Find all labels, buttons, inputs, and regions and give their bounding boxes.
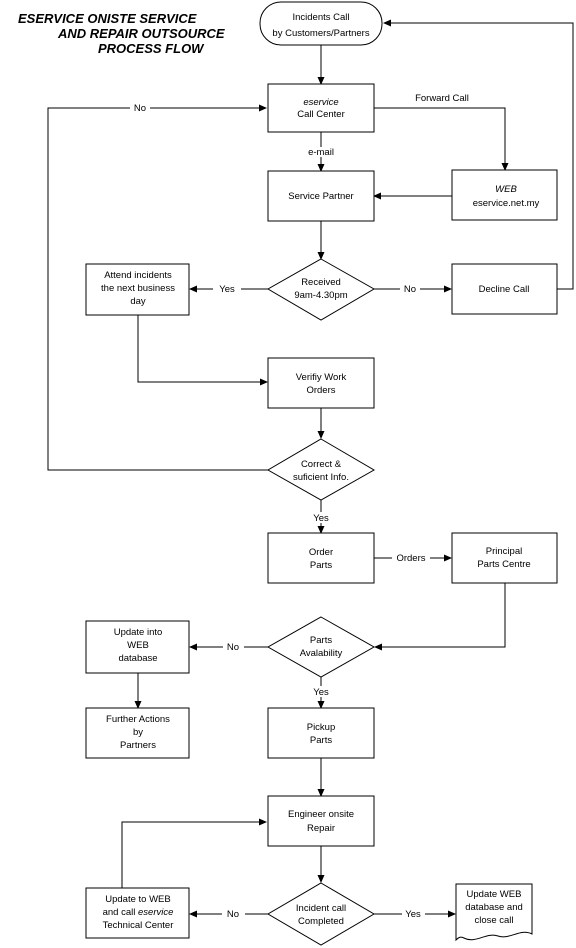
svg-text:WEB: WEB xyxy=(495,184,517,195)
svg-text:Incidents Call: Incidents Call xyxy=(292,12,349,23)
svg-text:Engineer onsite: Engineer onsite xyxy=(288,809,354,820)
svg-text:Parts: Parts xyxy=(310,560,332,571)
svg-text:Received: Received xyxy=(301,277,341,288)
node-correct-info-decision: Correct & suficient Info. xyxy=(266,438,376,501)
node-verify-work-orders: Verifiy Work Orders xyxy=(267,357,375,409)
svg-text:Update WEB: Update WEB xyxy=(467,889,522,900)
svg-text:Incident call: Incident call xyxy=(296,903,346,914)
svg-text:the next business: the next business xyxy=(101,283,175,294)
node-incident-completed: Incident call Completed xyxy=(267,882,375,946)
node-attend-next-day: Attend incidents the next business day xyxy=(85,263,190,316)
svg-text:Pickup: Pickup xyxy=(307,722,336,733)
diagram-title: ESERVICE ONISTE SERVICE AND REPAIR OUTSO… xyxy=(18,11,225,56)
connectors xyxy=(47,19,574,918)
label-no-to-call-center: No xyxy=(134,103,146,114)
label-received-no: No xyxy=(404,284,416,295)
svg-text:9am-4.30pm: 9am-4.30pm xyxy=(294,290,347,301)
svg-text:Parts: Parts xyxy=(310,635,332,646)
svg-text:Order: Order xyxy=(309,547,333,558)
arrow-forward-call-to-web xyxy=(374,107,509,171)
svg-text:Correct &: Correct & xyxy=(301,459,342,470)
label-forward-call: Forward Call xyxy=(415,93,469,104)
svg-text:by Customers/Partners: by Customers/Partners xyxy=(272,28,369,39)
label-completed-yes: Yes xyxy=(405,909,421,920)
svg-text:Update to WEB: Update to WEB xyxy=(105,894,170,905)
svg-text:Further Actions: Further Actions xyxy=(106,714,170,725)
svg-text:Attend incidents: Attend incidents xyxy=(104,270,172,281)
label-correct-yes: Yes xyxy=(313,513,329,524)
node-call-center: eservice Call Center xyxy=(267,83,375,133)
svg-text:Technical Center: Technical Center xyxy=(103,920,174,931)
label-received-yes: Yes xyxy=(219,284,235,295)
node-close-call: Update WEB database and close call xyxy=(455,883,533,942)
node-service-partner: Service Partner xyxy=(267,170,375,222)
svg-text:database and: database and xyxy=(465,902,523,913)
node-principal-parts: Principal Parts Centre xyxy=(451,532,558,584)
label-parts-yes: Yes xyxy=(313,687,329,698)
svg-text:Verifiy Work: Verifiy Work xyxy=(296,372,347,383)
svg-text:PROCESS FLOW: PROCESS FLOW xyxy=(98,41,205,56)
arrow-principal-to-parts-availability xyxy=(374,583,506,651)
svg-text:Decline Call: Decline Call xyxy=(479,284,530,295)
svg-text:Parts Centre: Parts Centre xyxy=(477,559,530,570)
label-orders: Orders xyxy=(396,553,425,564)
arrow-decline-to-incidents-call xyxy=(383,19,574,290)
line-correct-info-no xyxy=(47,107,268,471)
svg-text:Repair: Repair xyxy=(307,823,335,834)
arrow-tech-center-to-engineer xyxy=(121,818,267,888)
edge-labels: No Forward Call e-mail Yes No Yes Orders… xyxy=(134,93,469,920)
node-received-decision: Received 9am-4.30pm xyxy=(266,258,376,321)
node-update-tech-center: Update to WEB and call eservice Technica… xyxy=(85,887,190,939)
label-email: e-mail xyxy=(308,147,334,158)
svg-text:suficient Info.: suficient Info. xyxy=(293,472,349,483)
node-pickup-parts: Pickup Parts xyxy=(267,707,375,759)
svg-text:Orders: Orders xyxy=(306,385,335,396)
node-decline-call: Decline Call xyxy=(451,263,558,315)
node-further-actions: Further Actions by Partners xyxy=(85,707,190,759)
svg-text:eservice: eservice xyxy=(303,97,338,108)
svg-text:WEB: WEB xyxy=(127,640,149,651)
node-update-web-db: Update into WEB database xyxy=(85,620,190,674)
node-engineer-repair: Engineer onsite Repair xyxy=(267,795,375,847)
svg-text:Call Center: Call Center xyxy=(297,109,345,120)
svg-text:ESERVICE ONISTE SERVICE: ESERVICE ONISTE SERVICE xyxy=(18,11,197,26)
svg-text:close call: close call xyxy=(474,915,513,926)
svg-text:Completed: Completed xyxy=(298,916,344,927)
arrow-attend-to-verify xyxy=(137,315,268,386)
node-order-parts: Order Parts xyxy=(267,532,375,584)
svg-text:Avalability: Avalability xyxy=(300,648,343,659)
svg-text:AND REPAIR OUTSOURCE: AND REPAIR OUTSOURCE xyxy=(57,26,225,41)
svg-text:and call eservice: and call eservice xyxy=(103,907,174,918)
svg-text:Update into: Update into xyxy=(114,627,163,638)
svg-text:Partners: Partners xyxy=(120,740,156,751)
svg-text:eservice.net.my: eservice.net.my xyxy=(473,198,540,209)
svg-text:by: by xyxy=(133,727,143,738)
node-incidents-call: Incidents Call by Customers/Partners xyxy=(259,1,383,46)
label-parts-no: No xyxy=(227,642,239,653)
svg-text:database: database xyxy=(118,653,157,664)
svg-text:day: day xyxy=(130,296,146,307)
svg-text:Principal: Principal xyxy=(486,546,522,557)
svg-text:Service Partner: Service Partner xyxy=(288,191,353,202)
node-web-portal: WEB eservice.net.my xyxy=(451,169,558,221)
label-completed-no: No xyxy=(227,909,239,920)
node-parts-availability: Parts Avalability xyxy=(266,616,376,678)
svg-text:Parts: Parts xyxy=(310,735,332,746)
